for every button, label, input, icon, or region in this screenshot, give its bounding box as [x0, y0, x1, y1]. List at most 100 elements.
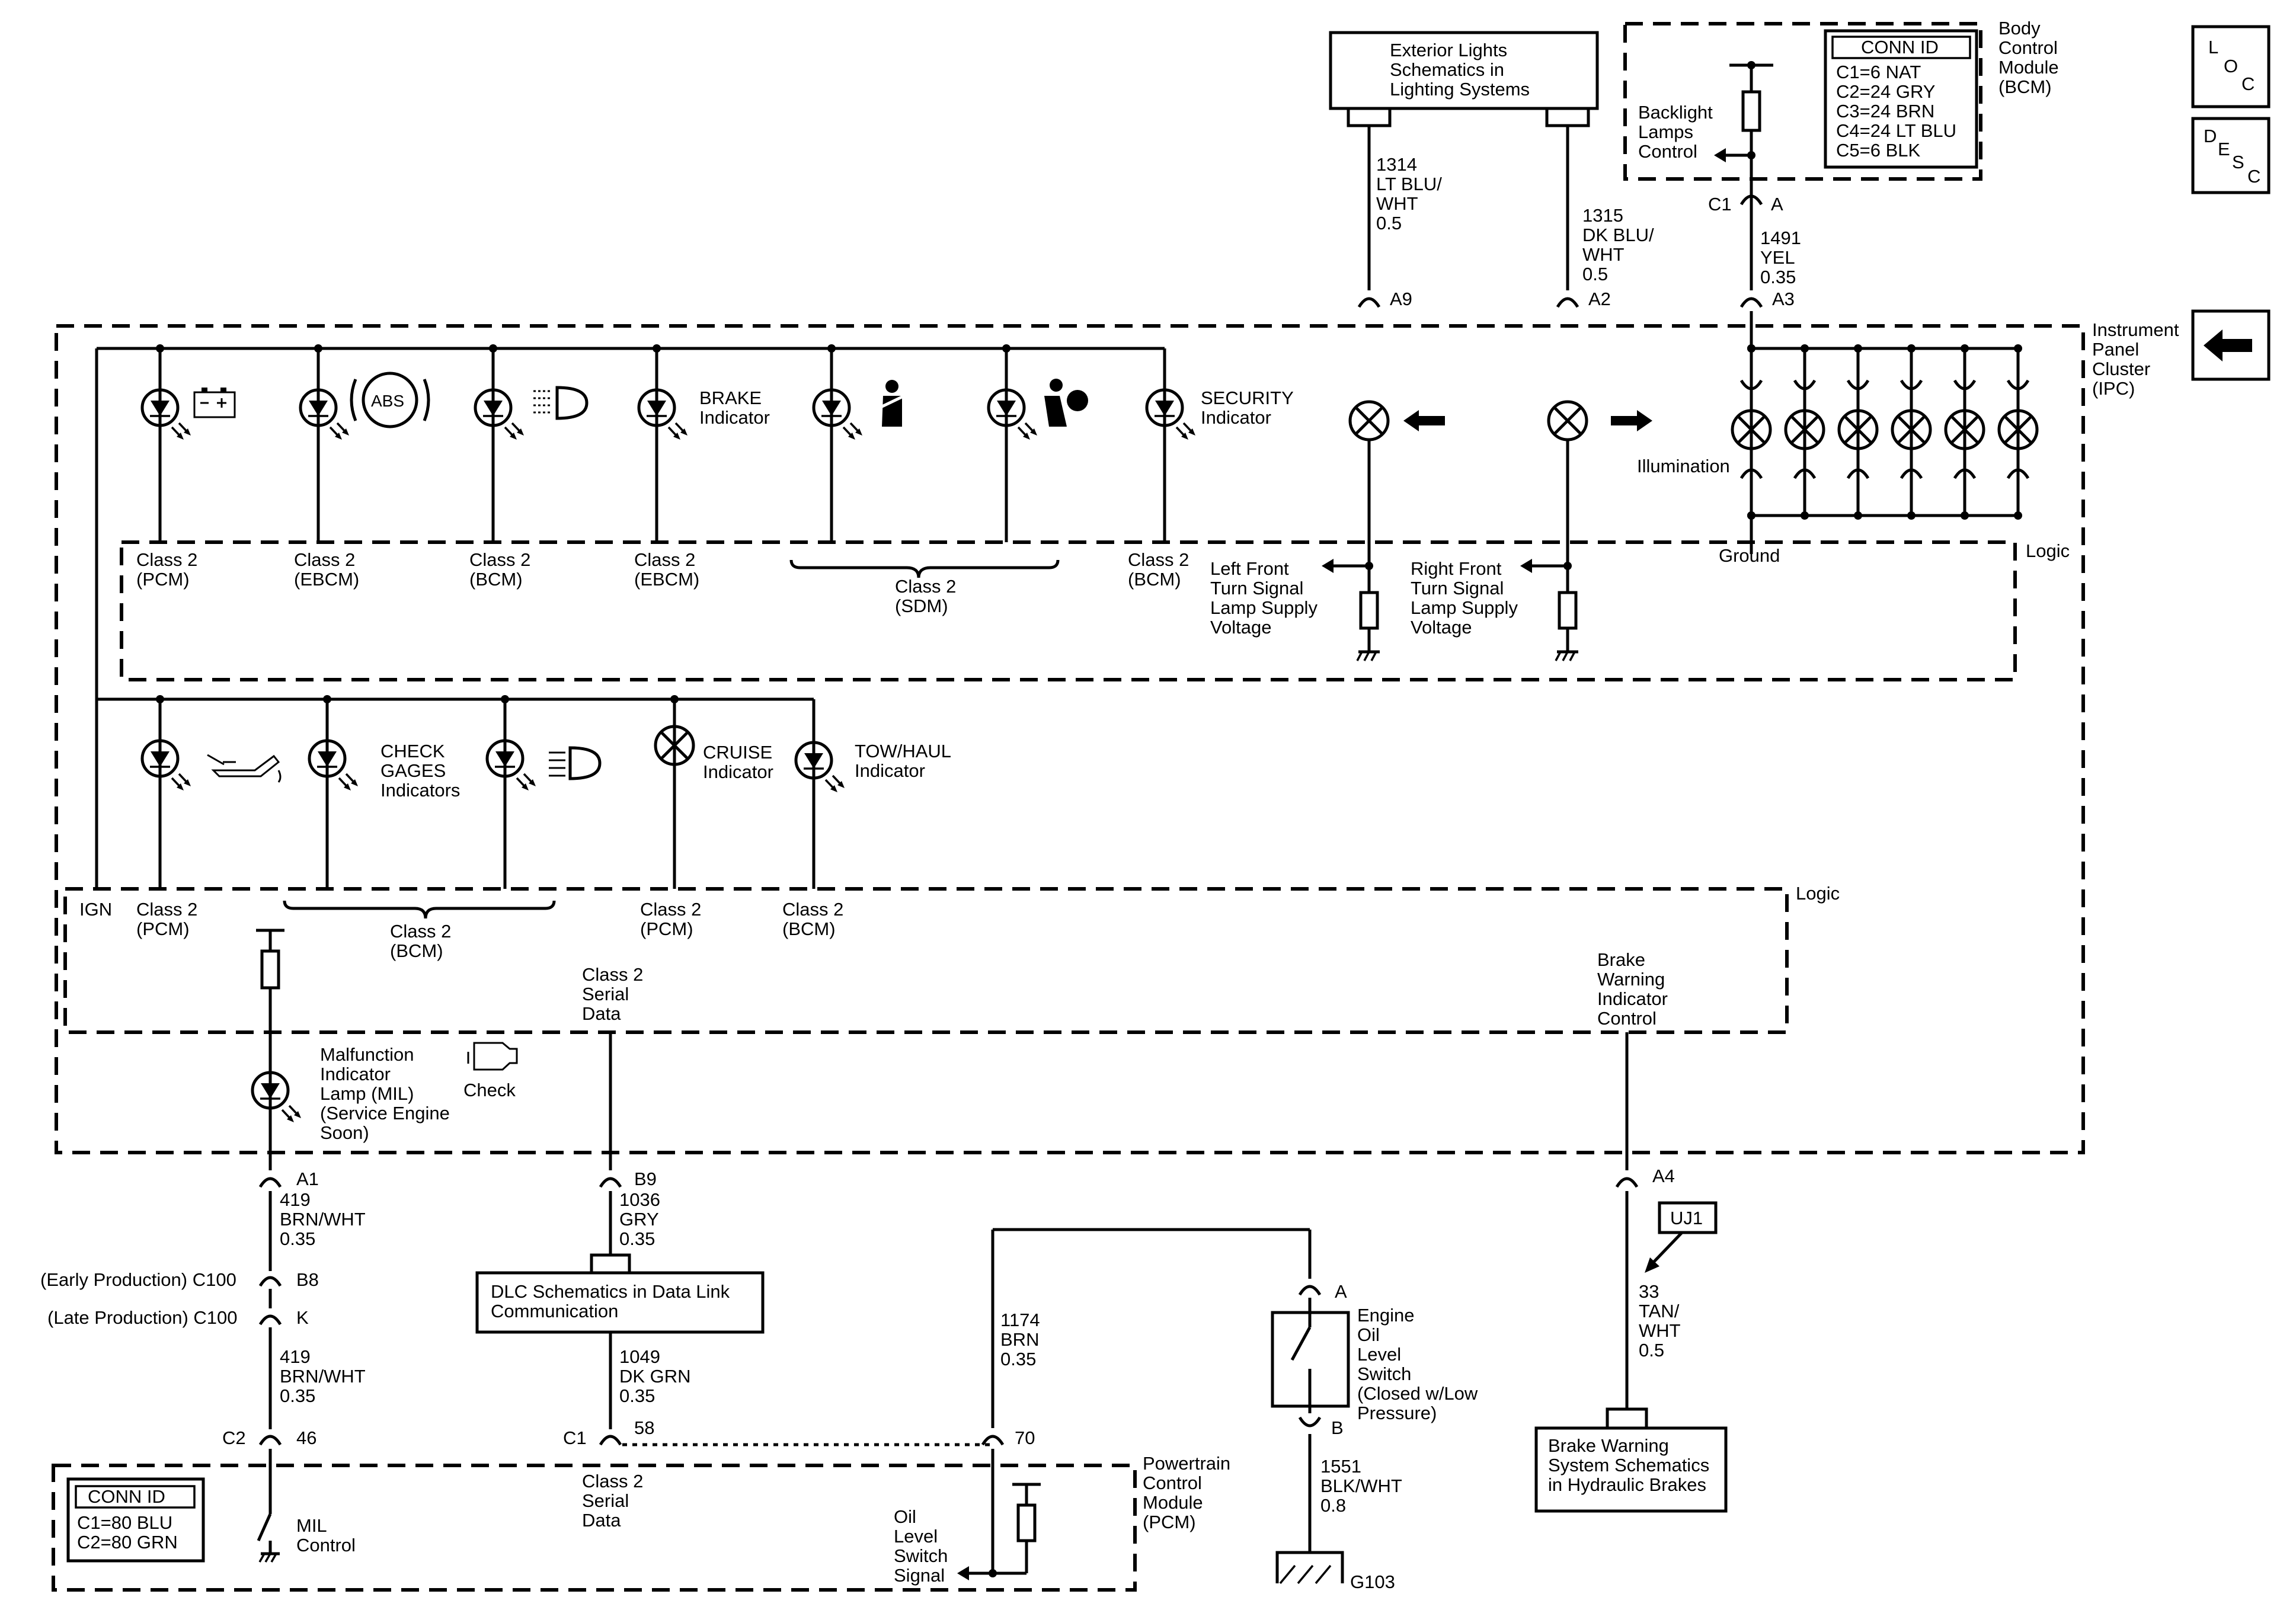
- bottom-logic-bcm-class: Class 2: [390, 921, 451, 942]
- mil-control-line1: MIL: [296, 1515, 327, 1536]
- abs-icon: ABS: [350, 372, 430, 428]
- pin-b9: B9: [634, 1169, 657, 1189]
- loc-letter-o: O: [2224, 56, 2238, 76]
- pin-k: K: [296, 1307, 309, 1328]
- ign-label: IGN: [79, 899, 112, 920]
- pin-70: 70: [1015, 1427, 1035, 1448]
- logic-bottom-label: Logic: [1796, 883, 1840, 904]
- switch-line3: Level: [1357, 1344, 1401, 1365]
- wire-1315-size: 0.5: [1582, 264, 1608, 284]
- pcm-serial-line3: Data: [582, 1510, 621, 1531]
- desc-letter-c: C: [2247, 166, 2260, 187]
- brake-warning-line1: Brake Warning: [1548, 1435, 1669, 1456]
- early-production-label: (Early Production) C100: [40, 1269, 236, 1290]
- brake-ctrl-line1: Brake: [1597, 949, 1645, 970]
- check-label: Check: [463, 1080, 516, 1100]
- oil-signal-line1: Oil: [894, 1506, 916, 1527]
- bottom-serial-line2: Serial: [582, 984, 629, 1004]
- illumination-bulb: [1946, 344, 1984, 520]
- desc-letter-e: E: [2218, 139, 2230, 159]
- pcm-name-line2: Control: [1143, 1473, 1202, 1493]
- bcm-name-line2: Control: [1998, 37, 2058, 58]
- back-button[interactable]: [2191, 309, 2271, 381]
- wire-1314-number: 1314: [1376, 154, 1417, 175]
- pcm-name-line3: Module: [1143, 1492, 1203, 1513]
- uj1-label: UJ1: [1670, 1208, 1703, 1228]
- top-logic-sdm-module: (SDM): [895, 596, 948, 616]
- wire-419a-number: 419: [280, 1189, 311, 1210]
- pin-c1-pcm: C1: [563, 1427, 587, 1448]
- wire-1036-color: GRY: [619, 1209, 659, 1230]
- illumination-lamps: [1747, 311, 2018, 554]
- g103-ground-icon: [1275, 1551, 1344, 1585]
- wire-1049-color: DK GRN: [619, 1366, 691, 1387]
- pcm-conn-c1: C1=80 BLU: [77, 1512, 172, 1533]
- illumination-bulb: [1839, 344, 1877, 520]
- exterior-lights-line2: Schematics in: [1390, 59, 1504, 80]
- switch-line6: Pressure): [1357, 1403, 1437, 1423]
- illumination-bulb: [1732, 344, 1770, 520]
- desc-button[interactable]: D E S C: [2191, 117, 2271, 194]
- security-indicator-label: Indicator: [1201, 407, 1271, 428]
- bcm-name-line3: Module: [1998, 57, 2059, 78]
- top-logic-bcm-module: (BCM): [469, 569, 523, 590]
- airbag-icon: [1044, 379, 1088, 427]
- top-logic-bcm2-module: (BCM): [1128, 569, 1181, 590]
- top-logic-ebcm2-module: (EBCM): [634, 569, 699, 590]
- check-gages-line3: Indicators: [380, 780, 460, 801]
- brake-indicator-title: BRAKE: [699, 388, 762, 408]
- top-indicator-row: ABS BRAKE Indicator SECURITY Indicator: [142, 344, 1294, 542]
- engine-oil-level-switch: [1271, 1298, 1350, 1413]
- chassis-ground-icon: [1356, 650, 1380, 661]
- left-turn-line3: Lamp Supply: [1210, 597, 1318, 618]
- wire-1491-number: 1491: [1760, 228, 1801, 248]
- wire-419b-size: 0.35: [280, 1385, 315, 1406]
- desc-letter-s: S: [2232, 152, 2244, 172]
- uj1-reference[interactable]: UJ1: [1658, 1201, 1718, 1234]
- pin-a4: A4: [1652, 1166, 1675, 1186]
- wire-1315-color2: WHT: [1582, 244, 1625, 265]
- wire-1551-number: 1551: [1320, 1456, 1361, 1477]
- right-turn-line3: Lamp Supply: [1411, 597, 1518, 618]
- backlight-line2: Lamps: [1638, 121, 1693, 142]
- illumination-bulb: [1786, 344, 1824, 520]
- wire-1551-size: 0.8: [1320, 1495, 1346, 1516]
- exterior-lights-reference[interactable]: Exterior Lights Schematics in Lighting S…: [1329, 31, 1599, 110]
- switch-line1: Engine: [1357, 1305, 1415, 1326]
- top-logic-bcm-class: Class 2: [469, 549, 530, 570]
- pcm-name-line1: Powertrain: [1143, 1453, 1230, 1474]
- dlc-reference[interactable]: DLC Schematics in Data Link Communicatio…: [475, 1271, 765, 1334]
- bottom-logic-bcm-module: (BCM): [390, 940, 443, 961]
- seatbelt-icon: [876, 380, 908, 427]
- switch-line2: Oil: [1357, 1324, 1380, 1345]
- brake-warning-line2: System Schematics: [1548, 1455, 1709, 1475]
- bottom-serial-line1: Class 2: [582, 964, 643, 985]
- illumination-bulb: [1892, 344, 1930, 520]
- backlight-line1: Backlight: [1638, 102, 1713, 123]
- wire-1174-color: BRN: [1000, 1329, 1039, 1350]
- brake-ctrl-line3: Indicator: [1597, 988, 1668, 1009]
- exterior-lights-line1: Exterior Lights: [1390, 40, 1507, 60]
- battery-icon: [193, 388, 236, 418]
- brake-warning-reference[interactable]: Brake Warning System Schematics in Hydra…: [1534, 1426, 1728, 1513]
- bottom-serial-line3: Data: [582, 1003, 621, 1024]
- ipc-name-line1: Instrument: [2092, 319, 2179, 340]
- wire-1036-number: 1036: [619, 1189, 660, 1210]
- security-indicator-title: SECURITY: [1201, 388, 1294, 408]
- pin-a2: A2: [1588, 289, 1611, 309]
- pcm-conn-title: CONN ID: [88, 1486, 165, 1507]
- top-logic-ebcm-class: Class 2: [294, 549, 355, 570]
- illumination-bulb: [1999, 344, 2037, 520]
- bcm-conn-c5: C5=6 BLK: [1836, 140, 1921, 161]
- bcm-name-line1: Body: [1998, 18, 2041, 39]
- brake-indicator-label: Indicator: [699, 407, 770, 428]
- tow-haul-indicator-label: Indicator: [855, 760, 925, 781]
- loc-button[interactable]: L O C: [2191, 25, 2271, 108]
- wire-1551-color: BLK/WHT: [1320, 1475, 1402, 1496]
- pcm-ground-icon: [258, 1552, 280, 1563]
- pin-46: 46: [296, 1427, 316, 1448]
- bcm-conn-title: CONN ID: [1861, 37, 1939, 57]
- wire-1314-color2: WHT: [1376, 193, 1418, 214]
- wire-419b-number: 419: [280, 1346, 311, 1367]
- switch-line4: Switch: [1357, 1363, 1411, 1384]
